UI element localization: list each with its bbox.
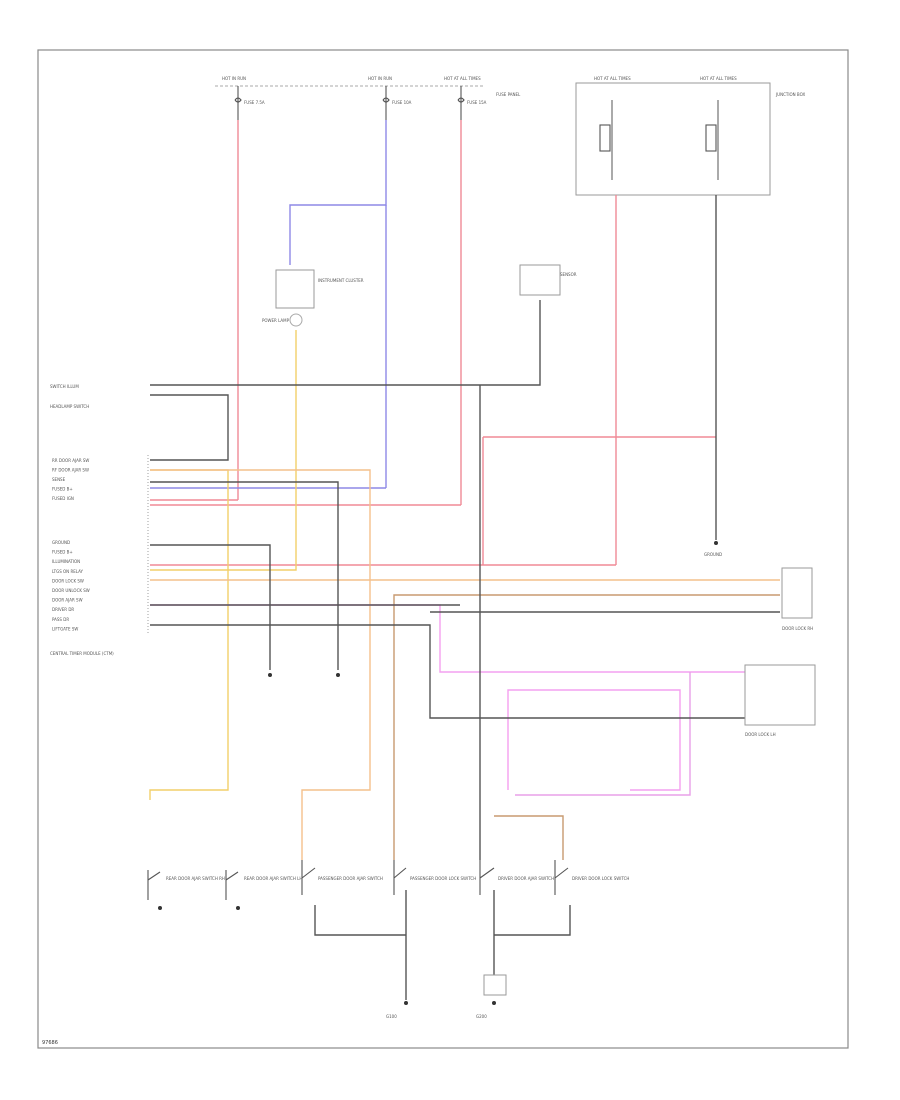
switch-rear-door-rh <box>147 870 162 910</box>
pin-label: PASS DR <box>52 617 69 622</box>
pin-label: RR DOOR AJAR SW <box>52 458 89 463</box>
label-hot-run-1: HOT IN RUN <box>222 76 246 81</box>
wire-pink-3 <box>515 672 691 796</box>
label-headlamp-switch: HEADLAMP SWITCH <box>50 404 89 409</box>
label-fuse-panel: FUSE PANEL <box>496 92 521 97</box>
pin-label: RF DOOR AJAR SW <box>52 468 89 473</box>
ground-switch-2 <box>336 673 340 677</box>
diagram-frame <box>37 49 849 1049</box>
wire-pink <box>150 604 745 673</box>
label-pass-door: PASSENGER DOOR LOCK SWITCH <box>410 876 476 881</box>
wire-tan <box>393 594 780 860</box>
label-junction: JUNCTION BOX <box>775 92 805 97</box>
relay-1 <box>599 100 613 180</box>
label-hot-run-2: HOT IN RUN <box>368 76 392 81</box>
wire-tan-2 <box>494 815 564 860</box>
label-fuse-1: FUSE 7.5A <box>244 100 265 105</box>
switch-driver-door-ajar <box>479 860 495 895</box>
fuse-2 <box>382 86 390 120</box>
label-rear-door-lh: REAR DOOR AJAR SWITCH LH <box>244 876 302 881</box>
wire-black-5 <box>150 624 745 719</box>
label-g200: G200 <box>476 1014 487 1019</box>
pin-label: FUSED B+ <box>52 487 73 492</box>
label-hot-at-all: HOT AT ALL TIMES <box>444 76 481 81</box>
label-pass-door-ajar: PASSENGER DOOR AJAR SWITCH <box>318 876 383 881</box>
pin-label: DOOR LOCK SW <box>52 578 84 583</box>
wire-black-13 <box>494 905 571 936</box>
wire-pink-2 <box>507 689 681 791</box>
pin-label: LIFTGATE SW <box>52 626 78 631</box>
label-hot-at-all-2: HOT AT ALL TIMES <box>594 76 631 81</box>
pin-labels-lower: GROUND FUSED B+ ILLUMINATION LTGS ON RELAY D… <box>52 540 90 631</box>
switch-pass-door-ajar <box>301 860 316 895</box>
pin-label: LTGS ON RELAY <box>52 569 83 574</box>
pin-label: SENSE <box>52 477 66 482</box>
figure-id: 97686 <box>42 1040 58 1046</box>
pin-label: FUSED IGN <box>52 496 74 501</box>
label-instrument-cluster: INSTRUMENT CLUSTER <box>318 278 364 283</box>
connector-right-1 <box>781 567 813 619</box>
pin-label: FUSED B+ <box>52 550 73 555</box>
wire-black-1 <box>150 300 541 386</box>
wire-black-2 <box>150 544 271 670</box>
instrument-cluster-lamp <box>275 269 315 327</box>
pin-label: DOOR AJAR SW <box>52 598 83 603</box>
label-switch-illum: SWITCH ILLUM <box>50 384 79 389</box>
wire-black-12 <box>314 905 406 936</box>
label-central-timer: CENTRAL TIMER MODULE (CTM) <box>50 651 114 656</box>
pin-label: ILLUMINATION <box>52 559 80 564</box>
relay-2 <box>705 100 719 180</box>
pin-label: DRIVER DR <box>52 607 74 612</box>
wire-yellow <box>150 330 297 571</box>
label-sensor: SENSOR <box>560 272 577 277</box>
wire-yellow-2 <box>149 469 229 800</box>
fuse-panel-box <box>575 82 771 196</box>
switch-driver-door-lock <box>554 860 569 895</box>
pin-label: GROUND <box>52 540 70 545</box>
wire-black-3 <box>150 481 339 670</box>
switch-rear-door-lh <box>225 870 240 910</box>
ground-g200 <box>483 974 507 1005</box>
pin-label: DOOR UNLOCK SW <box>52 588 90 593</box>
label-driver-door-ajar: DRIVER DOOR AJAR SWITCH <box>498 876 554 881</box>
fuse-3 <box>457 86 465 120</box>
fuse-1 <box>234 86 242 120</box>
label-door-lock-rh: DOOR LOCK RH <box>782 626 813 631</box>
wire-orange-2 <box>150 469 371 860</box>
label-driver-door: DRIVER DOOR LOCK SWITCH <box>572 876 629 881</box>
label-ground: GROUND <box>704 552 722 557</box>
wire-blue <box>289 120 387 265</box>
ground-right <box>714 541 718 545</box>
label-power-lamp: POWER LAMP <box>262 318 290 323</box>
label-rear-door-rh: REAR DOOR AJAR SWITCH RH <box>166 876 225 881</box>
switch-pass-door-lock <box>393 860 407 895</box>
connector-right-2 <box>744 664 816 726</box>
pin-labels-upper: RR DOOR AJAR SW RF DOOR AJAR SW SENSE FUSED… <box>52 458 89 501</box>
label-g100: G100 <box>386 1014 397 1019</box>
label-door-lock-lh: DOOR LOCK LH <box>745 732 776 737</box>
sensor-box <box>519 264 561 296</box>
label-hot-at-all-3: HOT AT ALL TIMES <box>700 76 737 81</box>
label-fuse-2: FUSE 10A <box>392 100 412 105</box>
ground-g100 <box>404 1001 408 1005</box>
wire-black-7 <box>150 394 229 461</box>
label-fuse-3: FUSE 15A <box>467 100 487 105</box>
ground-switch-1 <box>268 673 272 677</box>
